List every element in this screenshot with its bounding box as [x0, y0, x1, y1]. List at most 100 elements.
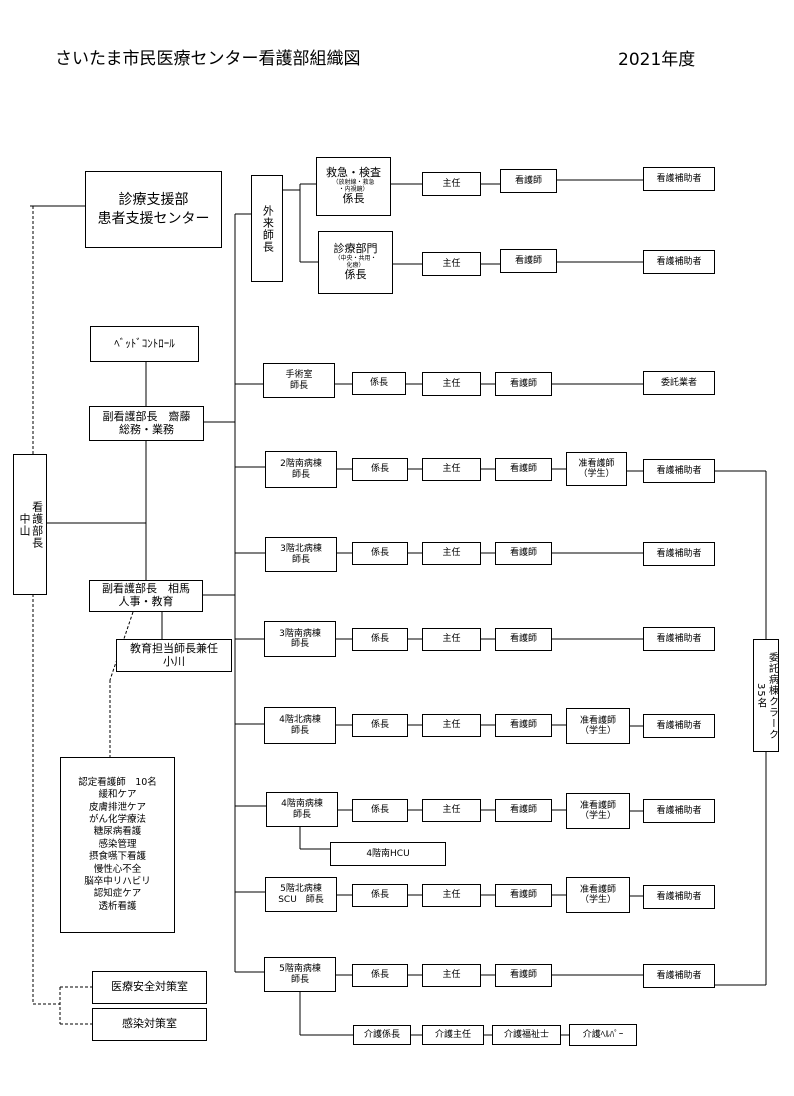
chief-label: 主任	[442, 378, 461, 389]
ward-box-5s: 5階南病棟 師長	[264, 957, 336, 992]
kakaricho-box: 係長	[352, 964, 408, 987]
infection-office-box: 感染対策室	[92, 1008, 207, 1041]
ward-head: SCU 師長	[278, 894, 324, 905]
director-name: 中山	[18, 512, 31, 537]
kakaricho-label: 係長	[369, 378, 388, 389]
practical-nurse-box: 准看護師 （学生）	[566, 877, 630, 913]
practical-nurse-box: 准看護師 （学生）	[566, 452, 627, 486]
ward-box-surgery: 手術室 師長	[263, 363, 335, 398]
certified-item: 透析看護	[98, 900, 137, 912]
nurse-label: 看護師	[514, 255, 542, 266]
nurse-label: 看護師	[509, 634, 537, 645]
assistant-label: 看護補助者	[656, 720, 702, 731]
chief-label: 主任	[442, 634, 461, 645]
ward-clerk-box: 委託病棟クラーク 35名	[753, 639, 779, 752]
assistant-label: 看護補助者	[656, 805, 702, 816]
care-chief-label: 介護主任	[434, 1029, 471, 1040]
ward-name: 4階北病棟	[279, 715, 321, 726]
ward-name: 4階南病棟	[281, 799, 323, 810]
practical-line1: 准看護師	[579, 884, 616, 895]
assistant-label: 看護補助者	[656, 256, 702, 267]
kakaricho-label: 係長	[370, 890, 389, 901]
certified-item: 認定看護師 10名	[78, 777, 157, 789]
shinryo-box: 診療支援部 患者支援センター	[85, 171, 222, 248]
certified-item: 認知症ケア	[93, 888, 142, 900]
vice-director2-box: 副看護部長 相馬 人事・教育	[89, 580, 203, 612]
emergency-box: 救急・検査 （放射線・救急 ・内視鏡） 係長	[316, 157, 391, 216]
certified-item: 緩和ケア	[98, 789, 137, 801]
ward-head: 師長	[291, 469, 310, 480]
ward-head: 師長	[291, 554, 310, 565]
chief-box: 主任	[422, 252, 481, 276]
ward-name: 3階北病棟	[280, 544, 322, 555]
nurse-label: 看護師	[509, 464, 537, 475]
assistant-box: 看護補助者	[643, 627, 715, 651]
ward-box-4s: 4階南病棟 師長	[266, 792, 338, 827]
clinical-role: 係長	[344, 268, 367, 282]
chief-box: 主任	[422, 964, 481, 987]
assistant-label: 看護補助者	[656, 548, 702, 559]
emergency-sub2: ・内視鏡）	[338, 185, 369, 193]
assistant-box: 看護補助者	[643, 542, 715, 566]
assistant-label: 看護補助者	[656, 633, 702, 644]
safety-office-label: 医療安全対策室	[111, 980, 188, 994]
certified-item: 糖尿病看護	[93, 826, 142, 838]
chief-label: 主任	[442, 890, 461, 901]
chief-label: 主任	[442, 720, 461, 731]
care-kakaricho-label: 介護係長	[363, 1029, 400, 1040]
nurse-box: 看護師	[495, 542, 552, 565]
chief-box: 主任	[422, 884, 481, 907]
ward-name: 3階南病棟	[279, 628, 321, 639]
practical-line2: （学生）	[579, 895, 616, 905]
shinryo-line2: 患者支援センター	[97, 210, 210, 227]
kakaricho-box: 係長	[352, 714, 408, 737]
shinryo-line1: 診療支援部	[118, 192, 189, 209]
fiscal-year: 2021年度	[618, 50, 696, 70]
kakaricho-box: 係長	[352, 458, 408, 481]
chief-box: 主任	[422, 172, 481, 196]
ward-head: 師長	[289, 380, 308, 391]
assistant-box: 看護補助者	[643, 167, 715, 191]
care-helper-label: 介護ﾍﾙﾊﾟｰ	[582, 1029, 624, 1040]
outpatient-head-box: 外来師長	[251, 175, 283, 282]
ward-head: 師長	[290, 639, 309, 649]
assistant-box: 看護補助者	[643, 964, 715, 988]
ward-box-5n: 5階北病棟 SCU 師長	[265, 877, 337, 912]
chief-label: 主任	[442, 548, 461, 559]
kakaricho-box: 係長	[352, 799, 408, 822]
practical-line1: 准看護師	[579, 800, 616, 811]
bed-control-label: ﾍﾞｯﾄﾞｺﾝﾄﾛｰﾙ	[114, 336, 175, 350]
kakaricho-label: 係長	[370, 634, 389, 645]
care-chief-box: 介護主任	[422, 1025, 484, 1045]
kakaricho-box: 係長	[352, 542, 408, 565]
ward-clerk-count: 35名	[755, 682, 766, 709]
emergency-name: 救急・検査	[326, 165, 381, 179]
hcu-box: 4階南HCU	[330, 842, 446, 866]
ward-name: 2階南病棟	[280, 459, 322, 470]
assistant-label: 看護補助者	[656, 970, 702, 981]
nurse-box: 看護師	[495, 964, 552, 987]
nurse-label: 看護師	[509, 378, 537, 389]
nurse-label: 看護師	[509, 548, 537, 559]
nurse-label: 看護師	[514, 175, 542, 186]
nurse-label: 看護師	[509, 805, 537, 816]
practical-line1: 准看護師	[578, 458, 615, 469]
clinical-box: 診療部門 （中央・共用・ 化療） 係長	[318, 231, 393, 294]
contract-box: 委託業者	[643, 371, 715, 395]
ward-head: 師長	[290, 725, 309, 736]
practical-line2: （学生）	[579, 726, 616, 736]
care-kakaricho-box: 介護係長	[353, 1025, 411, 1045]
vice-director2-line2: 人事・教育	[118, 595, 174, 608]
ward-box-4n: 4階北病棟 師長	[264, 707, 336, 744]
nurse-box: 看護師	[500, 249, 557, 273]
assistant-box: 看護補助者	[643, 714, 715, 738]
infection-office-label: 感染対策室	[122, 1017, 177, 1031]
education-line1: 教育担当師長兼任	[130, 641, 218, 655]
ward-name: 5階北病棟	[280, 884, 322, 895]
ward-box-3s: 3階南病棟 師長	[264, 621, 336, 657]
nurse-label: 看護師	[509, 970, 537, 981]
clinical-name: 診療部門	[333, 241, 378, 255]
practical-line2: （学生）	[579, 811, 616, 821]
assistant-box: 看護補助者	[643, 250, 715, 274]
